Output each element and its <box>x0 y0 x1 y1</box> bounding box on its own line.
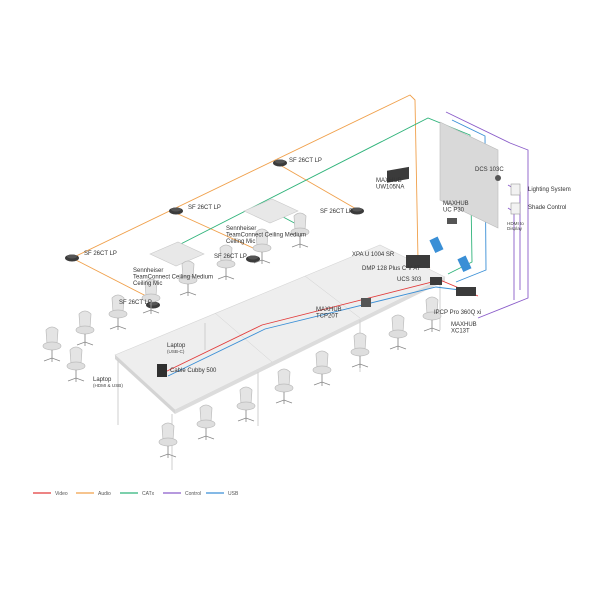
audio-cable-run <box>175 212 263 253</box>
legend-label: Audio <box>98 491 111 497</box>
legend-item-control: Control <box>163 491 201 497</box>
office-chair <box>290 212 310 248</box>
lighting-label: Lighting System <box>528 187 571 193</box>
dmp-label: DMP 128 Plus C V AT <box>362 266 421 272</box>
office-chair <box>141 278 161 314</box>
tcp-touch-panel <box>361 298 371 307</box>
xpa-label: XPA U 1004 SR <box>352 252 395 258</box>
office-chair <box>108 294 128 330</box>
sf-mic-label: SF 26CT LP <box>214 254 247 260</box>
sf-mic-label: SF 26CT LP <box>84 251 117 257</box>
office-chair <box>388 314 408 350</box>
dcs-label: DCS 103C <box>475 167 504 173</box>
conference-table-edge <box>115 355 175 414</box>
xc-label: MAXHUB XC13T <box>451 322 478 335</box>
catx-extender-1 <box>429 236 444 254</box>
chairs-group <box>42 212 442 458</box>
office-chair <box>75 310 95 346</box>
office-chair <box>274 368 294 404</box>
office-chair <box>236 386 256 422</box>
shade-keypad <box>510 202 521 215</box>
sf-mic-label: SF 26CT LP <box>119 300 152 306</box>
control-cable-run <box>445 111 529 319</box>
catx-cable-run <box>164 117 473 275</box>
legend-label: Video <box>55 491 68 497</box>
table-seam <box>214 312 273 363</box>
xpa-amplifier <box>387 166 409 183</box>
sf-mic-label: SF 26CT LP <box>320 209 353 215</box>
legend-item-video: Video <box>33 491 68 497</box>
office-chair <box>42 326 62 362</box>
laptop-usbc-label: Laptop (USB-C) <box>167 343 187 354</box>
legend-label: CATx <box>142 491 155 497</box>
sf-mic-label: SF 26CT LP <box>188 205 221 211</box>
cable-legend: Video Audio CATx Control USB <box>33 491 239 497</box>
table-seam <box>304 275 361 319</box>
audio-cable-run <box>71 257 151 299</box>
catx-extender-2 <box>457 255 472 273</box>
legend-label: Control <box>185 491 201 497</box>
lighting-keypad <box>510 183 521 196</box>
office-chair <box>158 422 178 458</box>
legend-item-audio: Audio <box>76 491 111 497</box>
tcp-label: MAXHUB TCP20T <box>316 307 343 320</box>
legend-item-catx: CATx <box>120 491 155 497</box>
sennheiser-label-2: Sennheiser TeamConnect Ceiling Medium Ce… <box>226 226 308 245</box>
conference-table-edge <box>175 277 445 414</box>
office-chair <box>252 228 272 264</box>
legend-item-usb: USB <box>206 491 239 497</box>
cable-cubby <box>157 364 167 377</box>
office-chair <box>216 244 236 280</box>
office-chair <box>312 350 332 386</box>
maxhub-ucp-label: MAXHUB UC P30 <box>443 201 470 214</box>
sennheiser-label-1: Sennheiser TeamConnect Ceiling Medium Ce… <box>133 268 215 287</box>
shade-label: Shade Control <box>528 205 566 211</box>
usb-cable-run <box>167 286 461 377</box>
sennheiser-ceiling-panel <box>243 198 299 224</box>
iptv-controller <box>456 287 476 296</box>
ucp-camera <box>447 218 457 224</box>
office-chair <box>350 332 370 368</box>
cable-cubby-label: Cable Cubby 500 <box>170 368 217 374</box>
office-chair <box>422 296 442 332</box>
dmp-processor <box>406 255 430 268</box>
laptop-hdmi-label: Laptop (HDMI & USB) <box>93 377 123 388</box>
sf-ceiling-mic <box>246 255 260 263</box>
dcs-sensor <box>495 175 501 181</box>
iptv-label: IPCP Pro 360Q xi <box>434 310 481 316</box>
display-panel <box>440 122 498 228</box>
office-chair <box>196 404 216 440</box>
display-frame <box>439 121 499 229</box>
audio-cable-run <box>279 164 359 211</box>
legend-label: USB <box>228 491 239 497</box>
sf-ceiling-mic <box>169 207 183 215</box>
sf-ceiling-mic <box>273 159 287 167</box>
hdmi-display-label: HDMI to Display <box>507 221 525 231</box>
sf-mic-label: SF 26CT LP <box>289 158 322 164</box>
office-chair <box>66 346 86 382</box>
sf-ceiling-mic <box>65 254 79 262</box>
office-chair <box>178 260 198 296</box>
sf-ceiling-mic <box>350 207 364 215</box>
sennheiser-ceiling-panel <box>149 241 205 267</box>
ucs-switch <box>430 277 442 285</box>
ucs-label: UCS 303 <box>397 277 422 283</box>
maxhub-uw-label: MAXHUB UW105NA <box>376 178 404 191</box>
